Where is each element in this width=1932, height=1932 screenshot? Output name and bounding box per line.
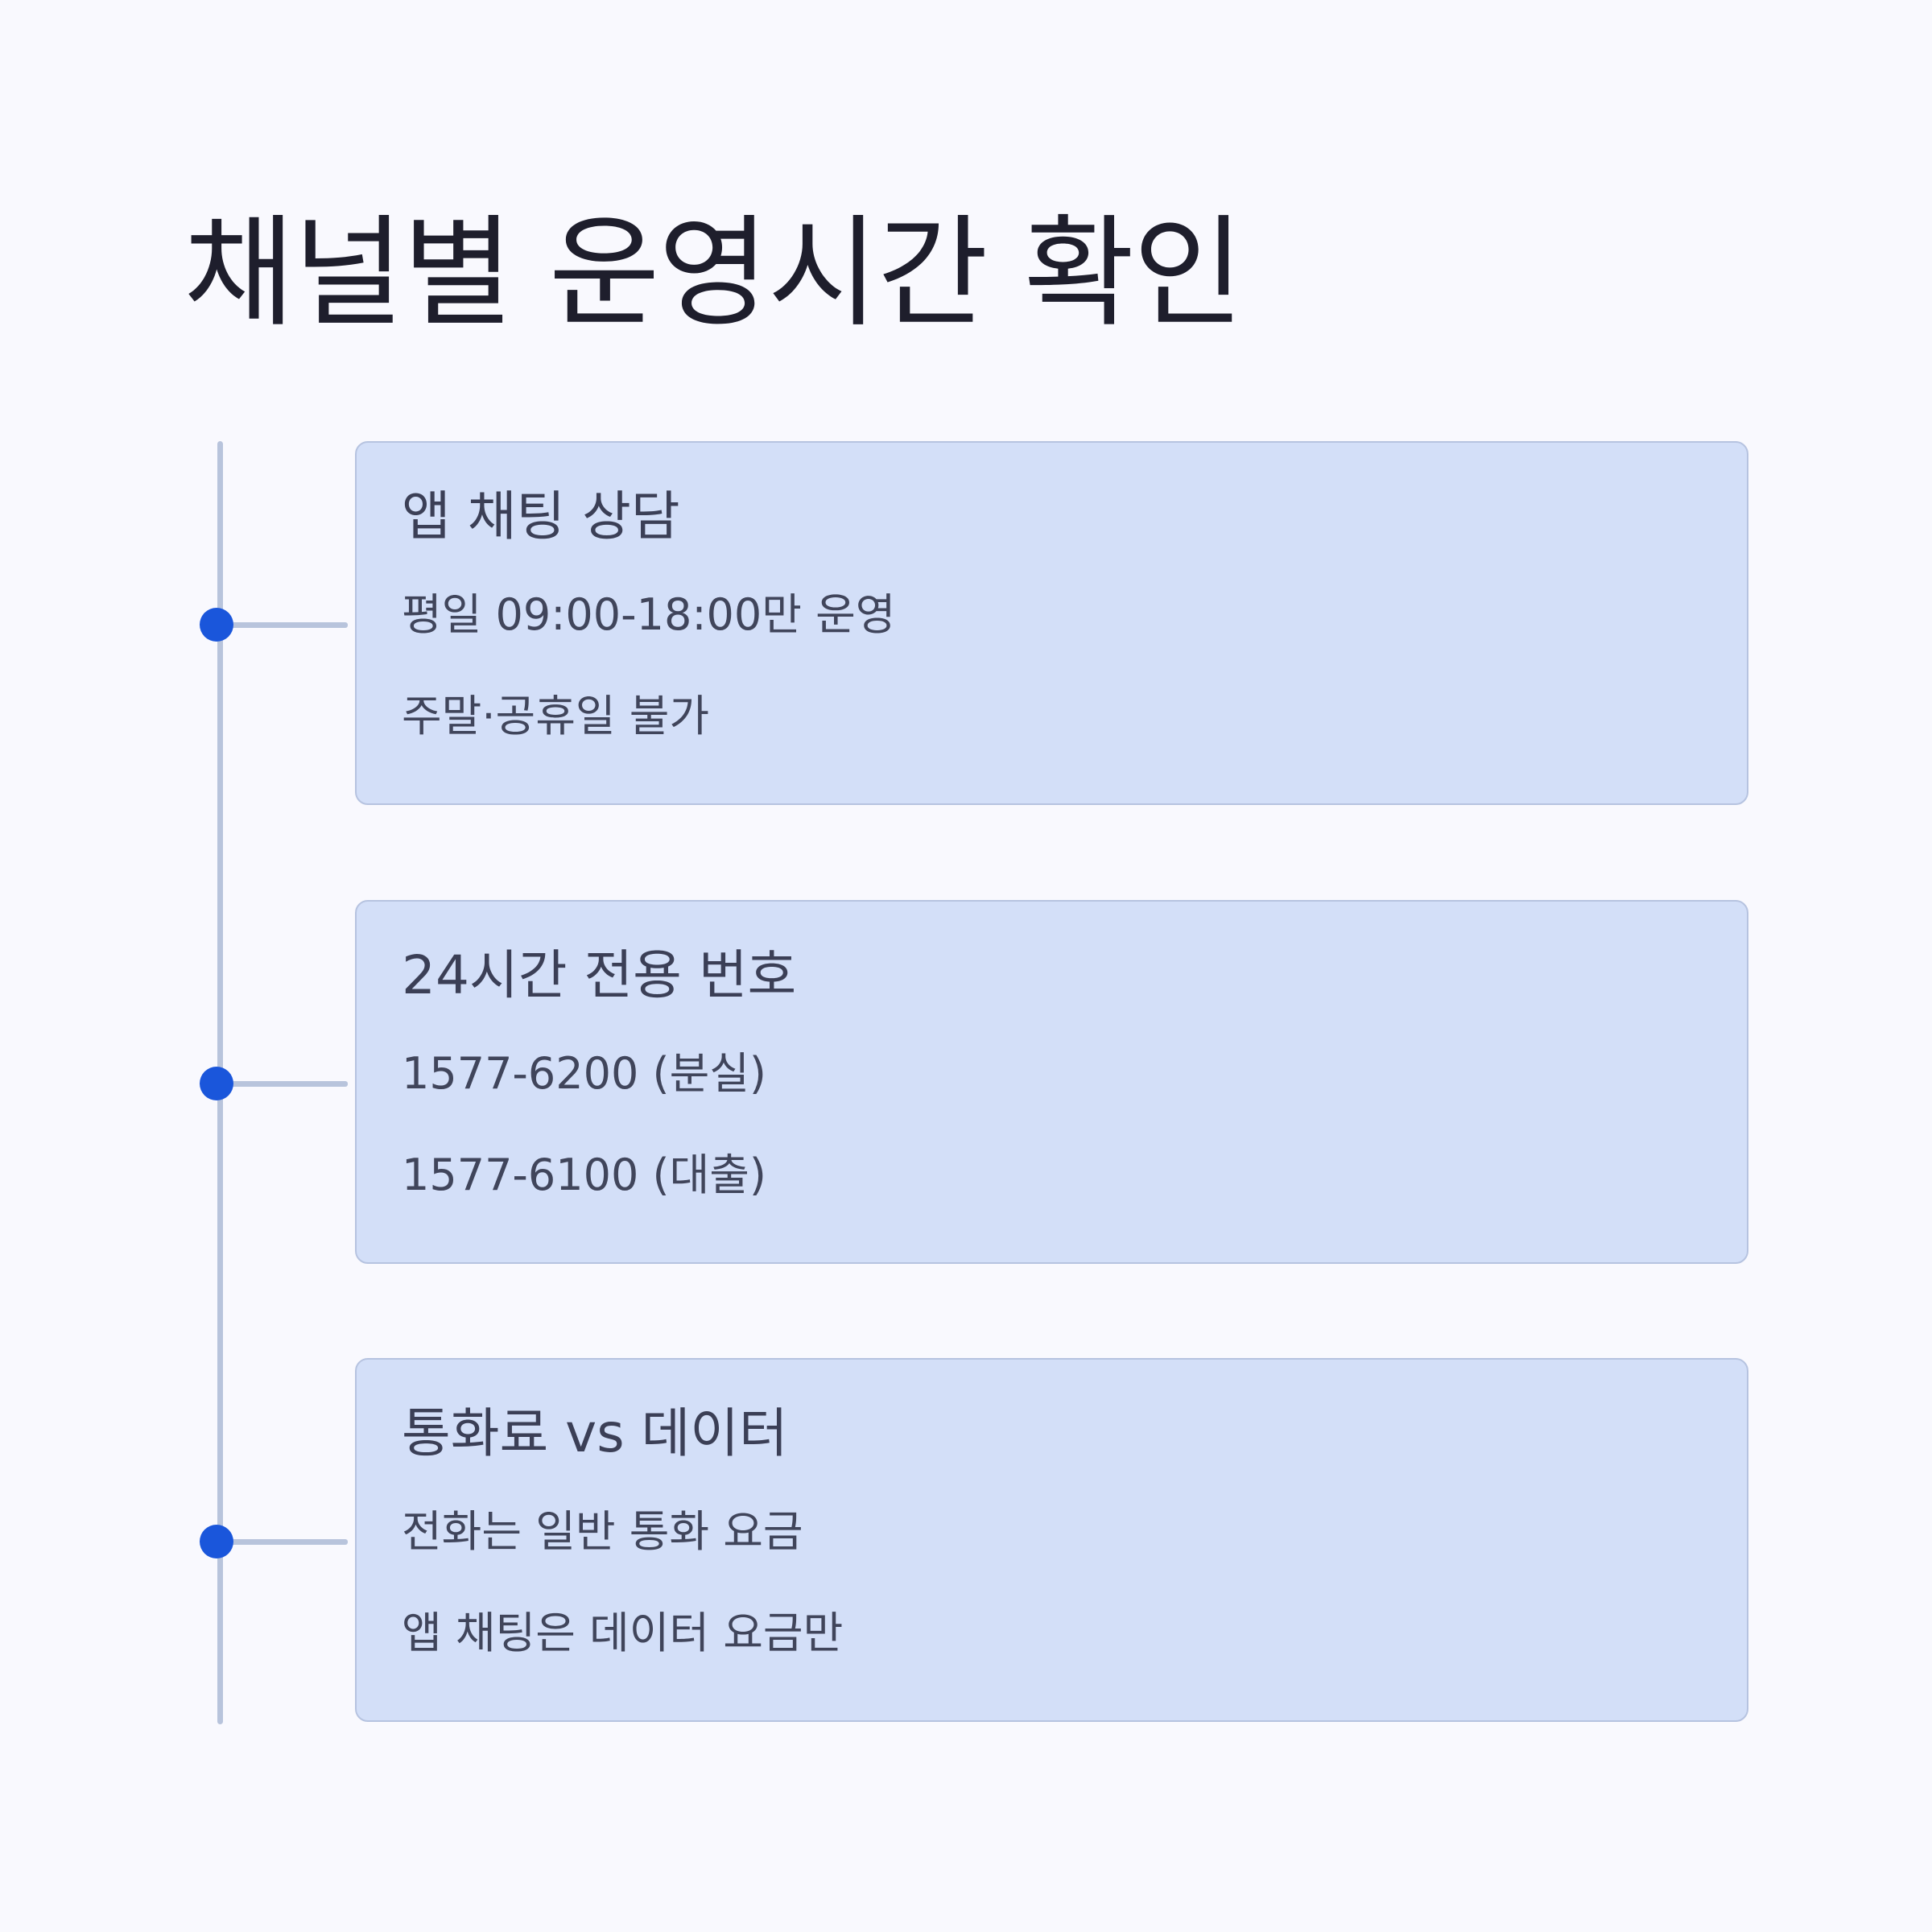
page-title: 채널별 운영시간 확인 [184, 204, 1244, 344]
channel-card-app-chat: 앱 채팅 상담 평일 09:00-18:00만 운영 주말·공휴일 불가 [355, 441, 1748, 805]
timeline-connector [222, 622, 348, 628]
card-line: 앱 채팅은 데이터 요금만 [402, 1608, 844, 1658]
channel-card-24h-number: 24시간 전용 번호 1577-6200 (분실) 1577-6100 (대출) [355, 900, 1748, 1264]
card-line: 평일 09:00-18:00만 운영 [402, 589, 896, 640]
card-title: 통화료 vs 데이터 [402, 1402, 788, 1464]
card-line: 1577-6200 (분실) [402, 1048, 766, 1099]
timeline-dot-icon [200, 1067, 233, 1100]
timeline-dot-icon [200, 1525, 233, 1558]
card-title: 앱 채팅 상담 [402, 485, 680, 547]
channel-card-call-vs-data: 통화료 vs 데이터 전화는 일반 통화 요금 앱 채팅은 데이터 요금만 [355, 1358, 1748, 1722]
card-line: 주말·공휴일 불가 [402, 691, 710, 741]
card-line: 전화는 일반 통화 요금 [402, 1506, 803, 1557]
timeline-dot-icon [200, 608, 233, 642]
timeline-connector [222, 1539, 348, 1545]
card-line: 1577-6100 (대출) [402, 1150, 766, 1200]
timeline-connector [222, 1081, 348, 1087]
card-title: 24시간 전용 번호 [402, 944, 797, 1006]
